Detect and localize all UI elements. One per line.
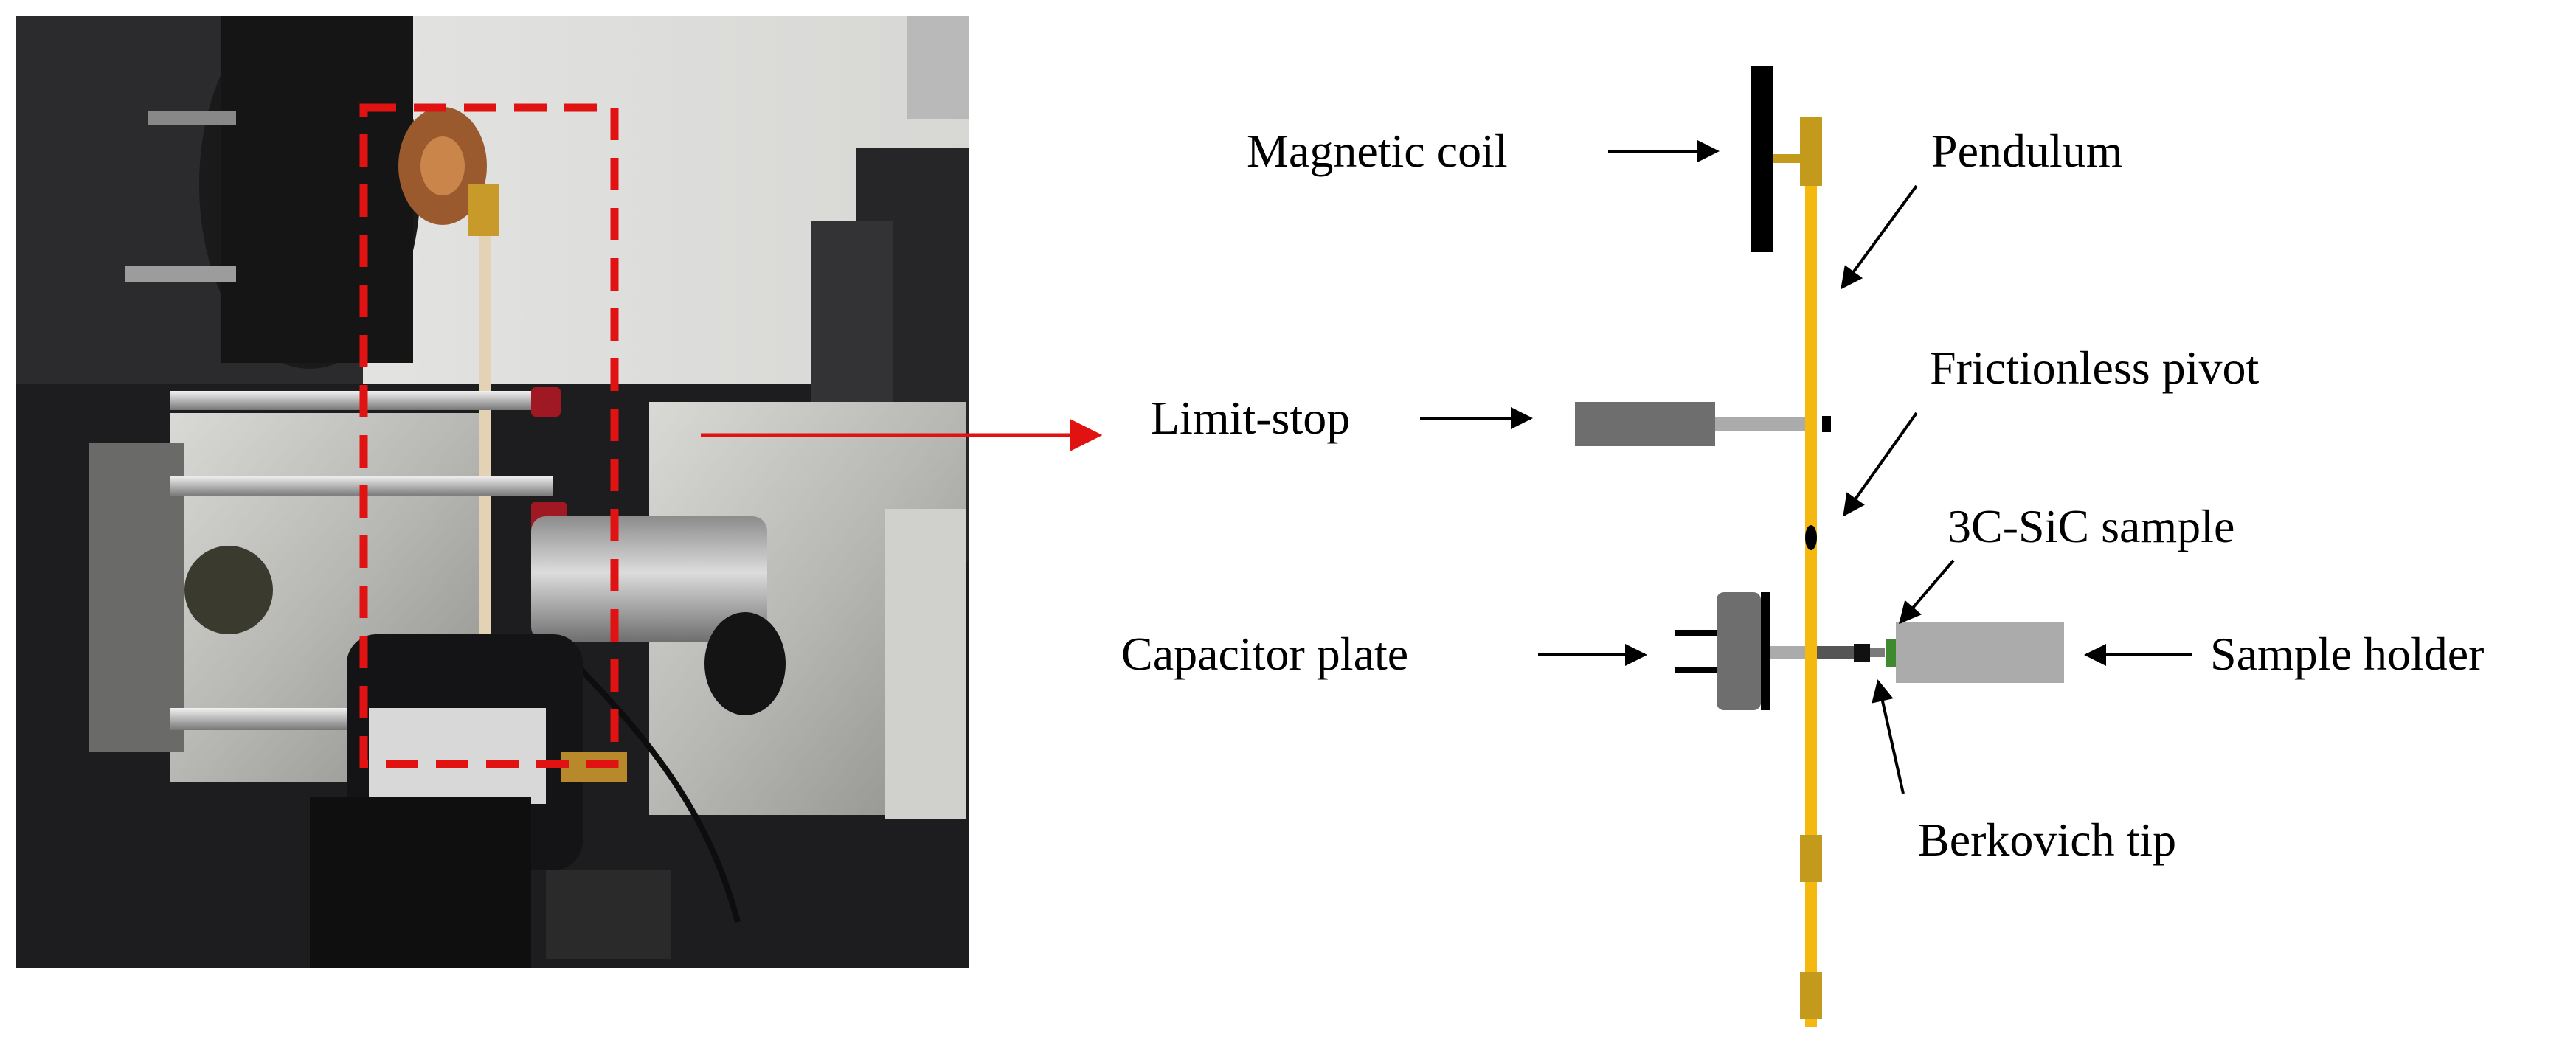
limit-stop-rod — [1715, 417, 1805, 431]
schematic — [1575, 66, 2064, 1027]
capacitor-lead-top — [1675, 630, 1717, 636]
limit-stop-head — [1822, 416, 1831, 432]
label-limit-stop: Limit-stop — [1151, 392, 1350, 444]
label-berkovich-tip: Berkovich tip — [1918, 813, 2176, 866]
capacitor-housing — [1717, 592, 1761, 710]
label-3c-sic-sample: 3C-SiC sample — [1947, 500, 2234, 552]
coil-magnet-link — [1773, 154, 1805, 163]
pendulum-lower-mass — [1800, 835, 1822, 882]
arrow-3c-sic-sample — [1899, 559, 1955, 625]
highlight-box — [359, 103, 619, 768]
label-magnetic-coil: Magnetic coil — [1247, 125, 1508, 177]
magnetic-coil-bar — [1751, 66, 1773, 252]
pendulum-bottom-mass — [1800, 972, 1822, 1019]
capacitor-rod — [1770, 646, 1805, 659]
limit-stop-body — [1575, 402, 1715, 446]
label-pendulum: Pendulum — [1931, 125, 2123, 177]
capacitor-lead-bottom — [1675, 667, 1717, 673]
sample-3c-sic — [1886, 639, 1896, 667]
indenter-shaft-dark — [1854, 644, 1870, 662]
capacitor-plate — [1761, 592, 1770, 710]
label-sample-holder: Sample holder — [2210, 628, 2484, 680]
arrow-berkovich-tip — [1872, 679, 1905, 794]
sample-holder-block — [1896, 622, 2064, 683]
frictionless-pivot — [1805, 525, 1817, 550]
pendulum-top-mass — [1800, 117, 1822, 186]
berkovich-tip-shape — [1870, 648, 1885, 657]
label-capacitor-plate: Capacitor plate — [1121, 628, 1408, 680]
indenter-shaft — [1817, 646, 1854, 659]
apparatus-photo — [16, 16, 969, 968]
arrow-frictionless-pivot — [1843, 412, 1918, 517]
pendulum-rod — [1805, 125, 1817, 1027]
label-frictionless-pivot: Frictionless pivot — [1930, 341, 2259, 394]
arrow-pendulum — [1841, 184, 1918, 290]
